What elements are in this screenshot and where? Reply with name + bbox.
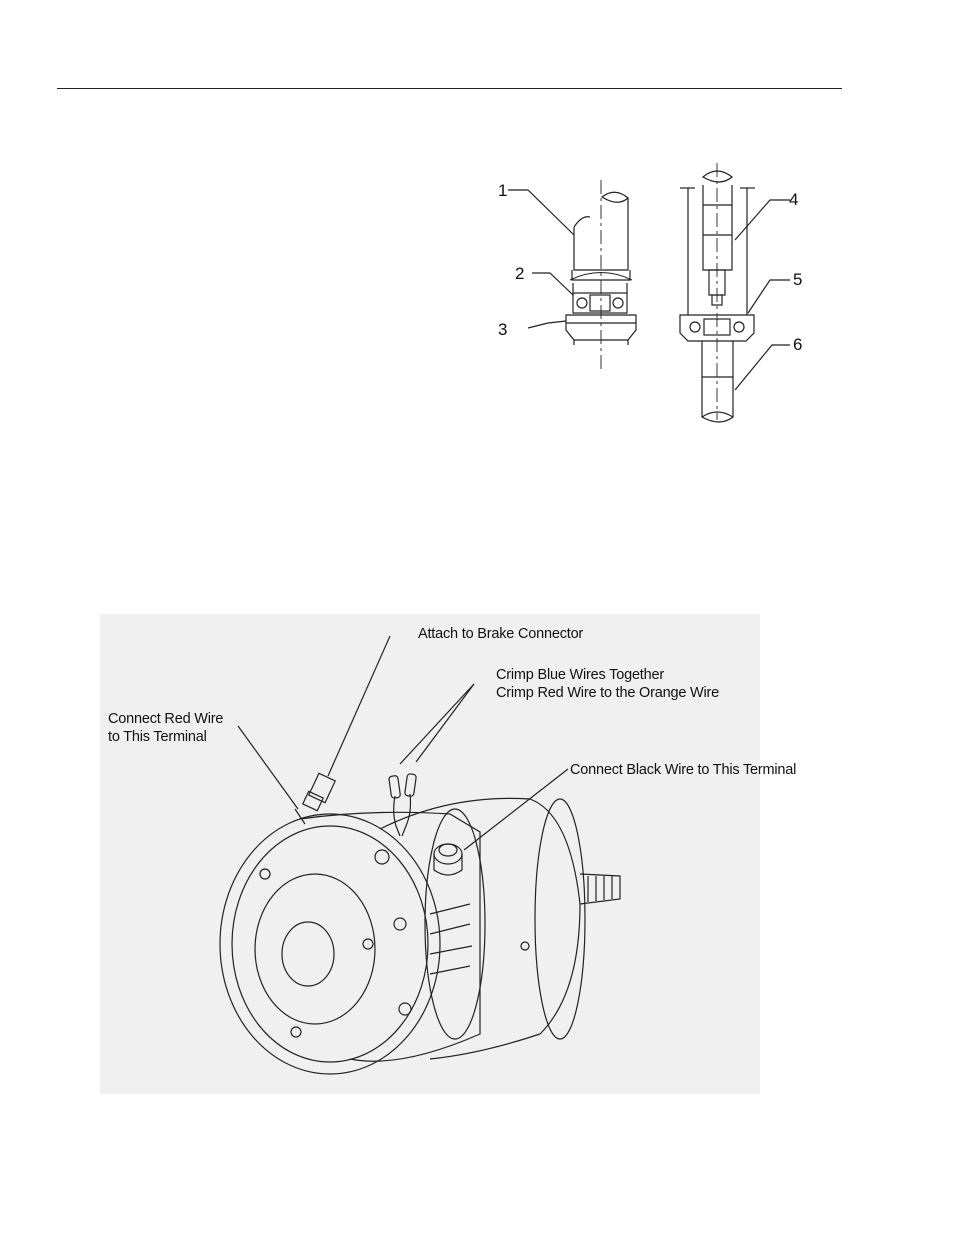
bearing-installation-diagram: 1 2 3 4 5 6	[490, 155, 820, 430]
callout-4: 4	[789, 190, 798, 209]
callout-5: 5	[793, 270, 802, 289]
callout-6: 6	[793, 335, 802, 354]
label-crimp-blue-wires: Crimp Blue Wires Together	[496, 666, 664, 684]
label-connect-red-wire-line1: Connect Red Wire	[108, 710, 223, 728]
label-connect-black-wire: Connect Black Wire to This Terminal	[570, 761, 796, 779]
callout-2: 2	[515, 264, 524, 283]
callout-1: 1	[498, 181, 507, 200]
label-connect-red-wire-line2: to This Terminal	[108, 728, 207, 746]
callout-3: 3	[498, 320, 507, 339]
label-crimp-red-orange: Crimp Red Wire to the Orange Wire	[496, 684, 719, 702]
label-attach-brake-connector: Attach to Brake Connector	[418, 625, 583, 643]
header-rule	[57, 88, 842, 89]
